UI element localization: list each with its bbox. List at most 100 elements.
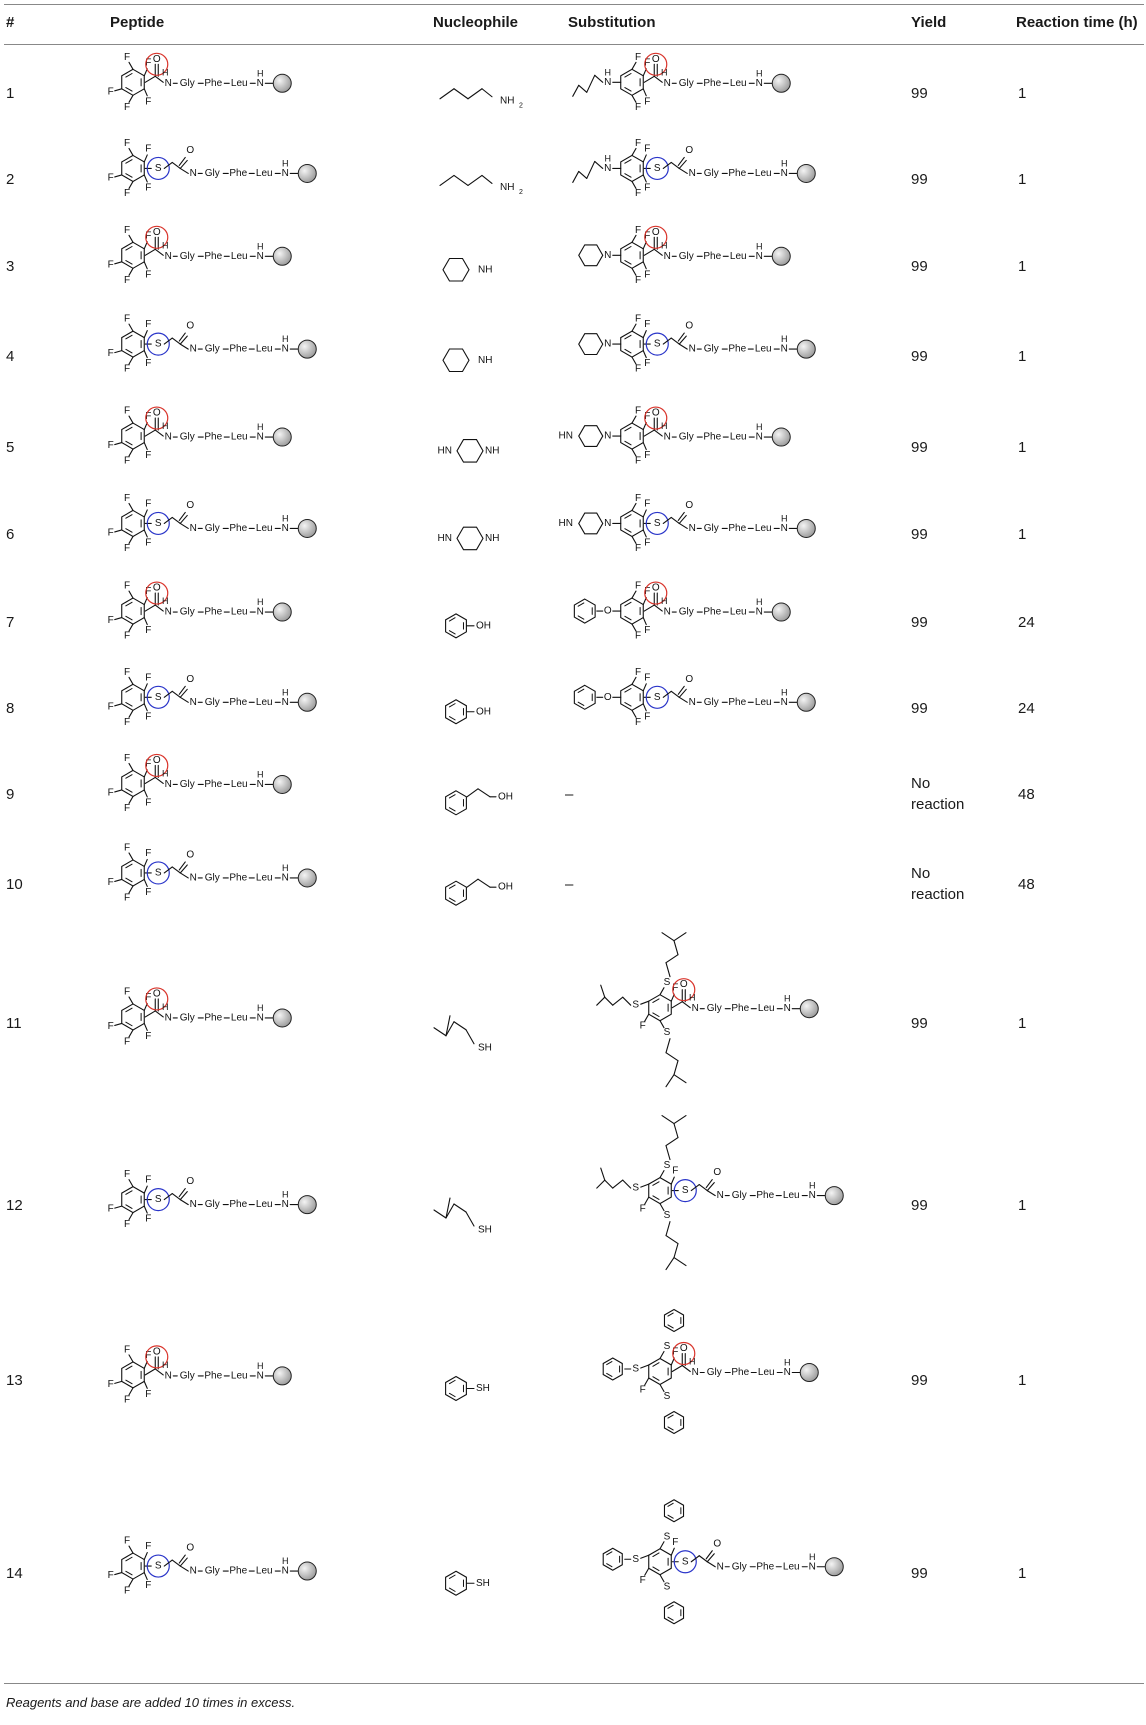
- atom-label: O: [186, 674, 194, 685]
- bond-line: [572, 84, 580, 97]
- bond-line: [624, 246, 632, 251]
- bond-line: [596, 996, 606, 1006]
- bond-line: [673, 1257, 687, 1267]
- bond-line: [125, 1021, 133, 1027]
- atom-label: N: [756, 432, 763, 443]
- bond-line: [624, 348, 632, 354]
- fluorine-label: F: [635, 314, 641, 325]
- fluorine-label: F: [672, 1537, 678, 1548]
- atom-label: H: [257, 422, 264, 432]
- bond-line: [125, 173, 133, 178]
- fluorine-label: F: [124, 188, 130, 199]
- atom-label: Gly: [679, 607, 694, 618]
- bond-line: [128, 415, 134, 424]
- bond-line: [439, 174, 455, 186]
- atom-label: Gly: [205, 1566, 220, 1577]
- bond-line: [642, 350, 647, 359]
- bond-line: [467, 174, 483, 186]
- bond-line: [665, 1052, 679, 1062]
- atom-label: H: [781, 334, 788, 344]
- bond-line: [631, 535, 637, 544]
- atom-label: HN: [438, 533, 452, 544]
- resin-bead-icon: [272, 602, 292, 622]
- atom-label: N: [689, 697, 696, 708]
- nucleophile-structure: OH: [445, 699, 491, 725]
- bond-line: [128, 762, 134, 771]
- fluorine-label: F: [124, 364, 130, 375]
- atom-label: N: [604, 77, 611, 88]
- benzene-ring: [445, 699, 467, 725]
- fluorine-label: F: [644, 143, 650, 154]
- bond-line: [114, 442, 123, 446]
- atom-label: S: [632, 1364, 639, 1375]
- bond-line: [644, 1196, 650, 1205]
- atom-label: O: [713, 1538, 721, 1549]
- atom-label: N: [282, 523, 289, 534]
- atom-label: Leu: [231, 78, 248, 89]
- bond-line: [143, 1185, 148, 1194]
- bond-line: [662, 337, 672, 345]
- atom-label: S: [155, 1194, 162, 1205]
- fluorine-label: F: [124, 138, 130, 149]
- bond-line: [125, 1570, 133, 1576]
- bond-line: [677, 685, 685, 695]
- bond-line: [178, 861, 186, 871]
- amide-highlight-circle: [672, 978, 696, 1002]
- fluorine-label: F: [640, 1204, 646, 1215]
- resin-bead-icon: [272, 1366, 292, 1386]
- atom-label: SH: [478, 1225, 492, 1236]
- atom-label: H: [661, 240, 668, 250]
- atom-label: N: [190, 872, 197, 883]
- atom-label: Leu: [783, 1190, 800, 1201]
- atom-label: H: [257, 68, 264, 78]
- bond-line: [596, 1179, 606, 1189]
- bond-line: [644, 1567, 650, 1576]
- atom-label: N: [604, 163, 611, 174]
- bond-line: [144, 1368, 156, 1376]
- atom-label: N: [756, 607, 763, 618]
- bond-line: [698, 1184, 708, 1192]
- atom-label: Gly: [205, 523, 220, 534]
- atom-label: N: [692, 1003, 699, 1014]
- bond-line: [128, 448, 134, 457]
- bond-line: [163, 1559, 173, 1567]
- atom-label: N: [781, 523, 788, 534]
- bond-line: [681, 1364, 691, 1373]
- atom-label: N: [689, 168, 696, 179]
- bond-line: [678, 343, 688, 350]
- atom-label: N: [257, 1370, 264, 1381]
- fluorine-label: F: [145, 1350, 151, 1361]
- bond-line: [678, 514, 687, 524]
- bond-line: [631, 147, 637, 156]
- bond-line: [631, 502, 637, 511]
- bond-line: [125, 246, 133, 251]
- yield-value: 99: [911, 84, 928, 102]
- bond-line: [642, 509, 647, 518]
- yield-value: 99: [911, 1372, 928, 1389]
- atom-label: O: [153, 988, 161, 999]
- atom-label: N: [190, 697, 197, 708]
- bond-line: [178, 156, 186, 166]
- resin-bead-icon: [796, 692, 816, 712]
- atom-label: OH: [498, 791, 513, 802]
- bond-line: [659, 987, 665, 996]
- bond-line: [445, 1021, 455, 1037]
- bond-line: [466, 878, 479, 888]
- row-number: 4: [6, 347, 15, 365]
- bond-line: [154, 248, 164, 256]
- fluorine-label: F: [124, 1219, 130, 1230]
- bond-line: [171, 516, 181, 524]
- amide-highlight-circle: [145, 753, 169, 778]
- fluorine-label: F: [124, 581, 130, 592]
- atom-label: OH: [476, 620, 491, 631]
- atom-label: H: [784, 994, 791, 1004]
- fluorine-label: F: [145, 498, 151, 509]
- bond-line: [143, 529, 148, 538]
- atom-label: O: [186, 1176, 194, 1187]
